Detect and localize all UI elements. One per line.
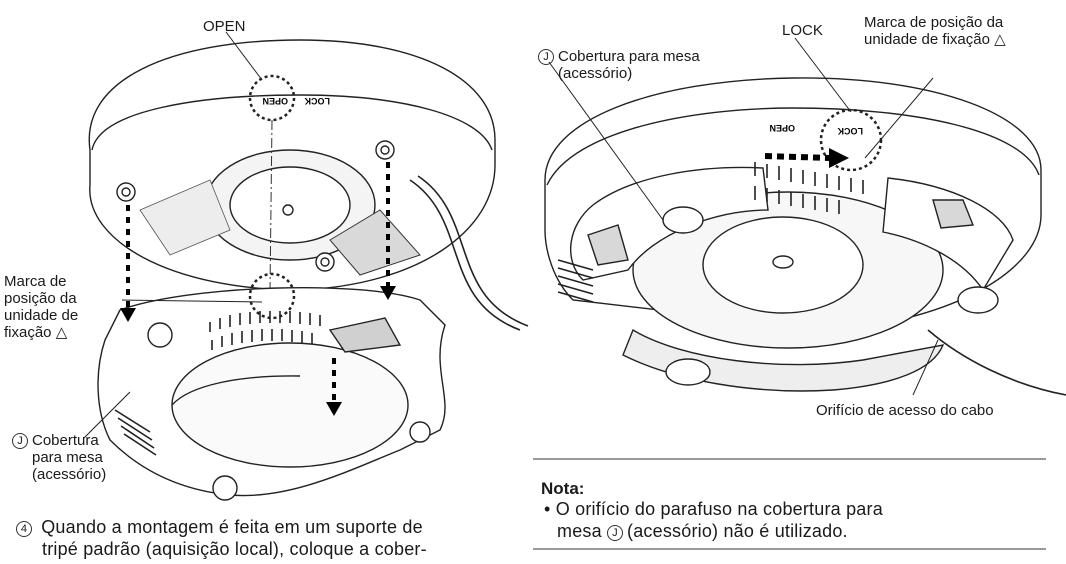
note-line: mesa (557, 521, 602, 541)
note-bottom-rule (533, 548, 1046, 550)
note-top-rule (533, 458, 1046, 460)
camera-body (88, 39, 529, 331)
step-number: 4 (16, 521, 32, 537)
down-arrow-center (326, 358, 342, 416)
lock-mark-circle (819, 108, 883, 172)
right-mark-label: Marca de posição da unidade de fixação △ (864, 14, 1006, 48)
left-mark-line: posição da (4, 290, 77, 307)
note-bullet: • (544, 499, 551, 519)
cable-label: Orifício de acesso do cabo (816, 402, 994, 419)
left-mark-line: fixação △ (4, 324, 68, 341)
right-cover-line: Cobertura para mesa (558, 48, 700, 65)
right-camera-illustration: OPEN LOCK (544, 37, 1066, 396)
embossed-lock-text: LOCK (837, 126, 863, 136)
camera-body-right (544, 77, 1042, 349)
note-line: (acessório) não é utilizado. (627, 521, 848, 541)
circled-j-marker: J (12, 433, 28, 449)
step-line: tripé padrão (aquisição local), coloque … (42, 539, 427, 559)
step-line: Quando a montagem é feita em um suporte … (41, 517, 423, 537)
note-title: Nota: (541, 479, 585, 498)
embossed-open-text: OPEN (262, 96, 288, 106)
left-camera-illustration: OPEN LOCK (83, 31, 529, 501)
right-mark-line: unidade de fixação △ (864, 31, 1006, 48)
down-arrow-right (380, 162, 396, 300)
right-cover-line: (acessório) (558, 65, 633, 82)
cover-slots-right (557, 162, 864, 303)
step-text: 4 Quando a montagem é feita em um suport… (16, 516, 526, 560)
down-arrow-left (120, 205, 136, 322)
lock-arrow (764, 148, 849, 168)
embossed-lock-text: LOCK (304, 96, 330, 106)
left-mark-line: Marca de (4, 273, 67, 290)
open-label: OPEN (203, 18, 246, 35)
circled-j-marker: J (538, 49, 554, 65)
right-mark-line: Marca de posição da (864, 14, 1004, 31)
lock-label: LOCK (782, 22, 823, 39)
cover-mark-circle (248, 272, 296, 320)
open-mark-circle (248, 74, 296, 122)
note-body: • O orifício do parafuso na cobertura pa… (544, 498, 1044, 542)
circled-j-marker: J (607, 525, 624, 541)
left-cover-line: Cobertura (32, 432, 99, 449)
left-cover-line: para mesa (32, 449, 103, 466)
note-line: O orifício do parafuso na cobertura para (555, 499, 883, 519)
left-cover-line: (acessório) (32, 466, 107, 483)
desk-cover (97, 287, 446, 501)
left-mark-label: Marca de posição da unidade de fixação △ (4, 273, 78, 341)
left-mark-line: unidade de (4, 307, 79, 324)
desk-cover-right (569, 166, 1014, 392)
embossed-open-text: OPEN (769, 123, 795, 133)
